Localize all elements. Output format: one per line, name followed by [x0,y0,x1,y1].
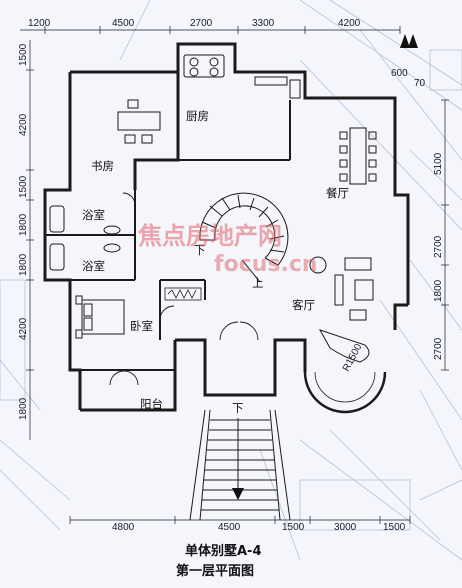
bathroom-fixtures [49,205,121,271]
dim-bottom-2: 4500 [218,522,241,533]
dim-right-4: 2700 [433,337,444,360]
watermark-text: 焦点房地产网 [138,222,282,250]
dim-left-3: 1500 [18,175,29,198]
dim-right-3: 1800 [433,279,444,302]
dim-top-right-2: 70 [414,78,426,89]
dim-right-2: 2700 [433,235,444,258]
dimension-lines [20,26,449,524]
living-furniture [309,256,374,363]
doors [109,192,259,386]
room-dining: 餐厅 [326,186,349,200]
dining-table [339,127,377,185]
dim-right-1: 5100 [433,152,444,175]
dim-bottom-1: 4800 [112,522,135,533]
dim-left-6: 4200 [18,317,29,340]
dim-left-5: 1800 [18,253,29,276]
bay-window [303,371,387,414]
bay-radius-label: R1500 [341,342,365,374]
dim-left-4: 1800 [18,213,29,236]
dim-left-7: 1800 [18,397,29,420]
stair-down-label: 下 [194,243,206,257]
dim-bottom-4: 3000 [334,522,357,533]
room-study: 书房 [91,159,114,173]
room-living: 客厅 [292,298,315,312]
entry-stair-down-label: 下 [232,401,244,415]
room-bedroom: 卧室 [130,319,153,333]
room-bath-upper: 浴室 [82,208,105,222]
kitchen-fixtures [183,54,301,99]
dim-top-3: 2700 [190,18,213,29]
dim-top-5: 4200 [338,18,361,29]
dim-left-1: 1500 [18,43,29,66]
room-bath-lower: 浴室 [82,259,105,273]
room-kitchen: 厨房 [186,109,209,123]
room-labels: 厨房 书房 浴室 浴室 餐厅 客厅 卧室 阳台 [82,109,349,411]
watermark-url: focus.cn [214,252,318,277]
dim-top-1: 1200 [28,18,51,29]
dim-bottom-5: 1500 [383,522,406,533]
dim-bottom-3: 1500 [282,522,305,533]
room-balcony: 阳台 [140,397,163,411]
north-arrow-icon [400,34,418,48]
dimension-labels: 1200 4500 2700 3300 4200 600 70 1500 420… [18,18,444,533]
bedroom-bed [75,295,125,339]
caption-title: 单体别墅A-4 [185,543,262,559]
stair-arrow-icon [232,488,244,500]
dim-top-2: 4500 [112,18,135,29]
dim-top-right-1: 600 [391,68,408,79]
caption-subtitle: 第一层平面图 [176,563,254,579]
dim-left-2: 4200 [18,113,29,136]
entry-stairs [189,409,291,521]
spiral-stair [199,192,289,283]
stair-up-label: 上 [252,276,264,290]
dim-top-4: 3300 [252,18,275,29]
study-desk [117,99,161,144]
wardrobe [164,287,202,301]
bay-window-inner [314,371,376,403]
